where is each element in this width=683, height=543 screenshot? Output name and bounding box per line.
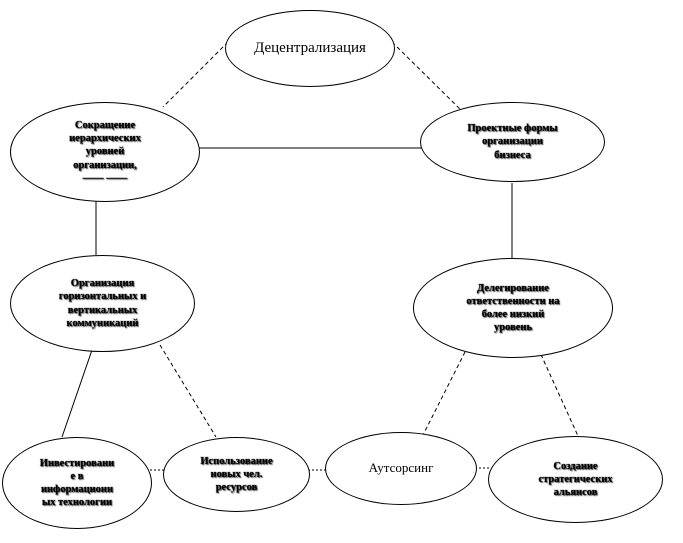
- node-horizontal-vertical-label: Организация горизонтальных и вертикальны…: [58, 278, 147, 329]
- node-strategic-alliances: Создание стратегических альянсов: [488, 436, 663, 523]
- node-project-forms-label: Проектные формы организации бизнеса: [467, 123, 558, 161]
- node-it-investment: Инвестировани е в информационн ых технол…: [2, 437, 152, 529]
- node-hierarchy-reduction: Сокращение иерархических уровней организ…: [10, 102, 200, 202]
- node-delegation: Делегирование ответственности на более н…: [413, 258, 613, 358]
- node-outsourcing-label: Аутсорсинг: [368, 460, 434, 476]
- node-horizontal-vertical: Организация горизонтальных и вертикальны…: [10, 255, 195, 352]
- line-delegation-to-alliances: [537, 347, 579, 437]
- line-delegation-to-outsourcing: [421, 351, 466, 438]
- node-decentralization-label: Децентрализация: [254, 40, 366, 57]
- line-center-to-hierarchy: [162, 41, 229, 108]
- line-horizontal-to-it: [61, 349, 93, 438]
- node-hierarchy-reduction-label: Сокращение иерархических уровней организ…: [69, 120, 141, 184]
- node-outsourcing: Аутсорсинг: [325, 432, 477, 505]
- node-strategic-alliances-label: Создание стратегических альянсов: [538, 460, 613, 499]
- node-human-resources: Использование новых чел. ресурсов: [163, 437, 310, 512]
- line-horizontal-to-hr: [159, 344, 217, 438]
- node-decentralization: Децентрализация: [225, 10, 395, 87]
- line-center-to-project: [391, 41, 463, 112]
- node-it-investment-label: Инвестировани е в информационн ых технол…: [39, 457, 115, 509]
- node-delegation-label: Делегирование ответственности на более н…: [466, 282, 560, 334]
- node-project-forms: Проектные формы организации бизнеса: [420, 102, 605, 182]
- node-human-resources-label: Использование новых чел. ресурсов: [200, 455, 273, 494]
